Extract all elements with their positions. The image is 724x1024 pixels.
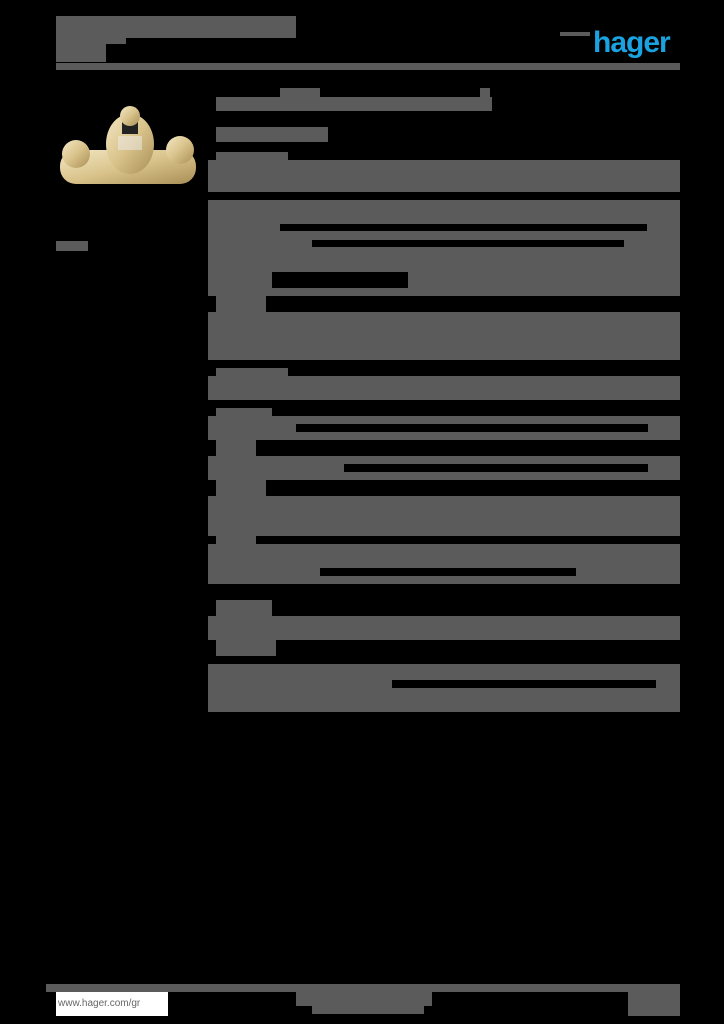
footer-center-block-2 [312,1006,424,1014]
header-rule-right [560,32,590,36]
footer-center-block [296,992,432,1006]
footer-page-number [628,992,680,1016]
footer-rule [46,984,680,992]
product-image [58,98,198,198]
footer-website-link[interactable]: www.hager.com/gr [56,992,168,1016]
hager-logo: hager [593,26,671,59]
product-subtitle [216,127,328,142]
header-rule-bottom-right [560,64,680,70]
product-code [56,241,88,251]
